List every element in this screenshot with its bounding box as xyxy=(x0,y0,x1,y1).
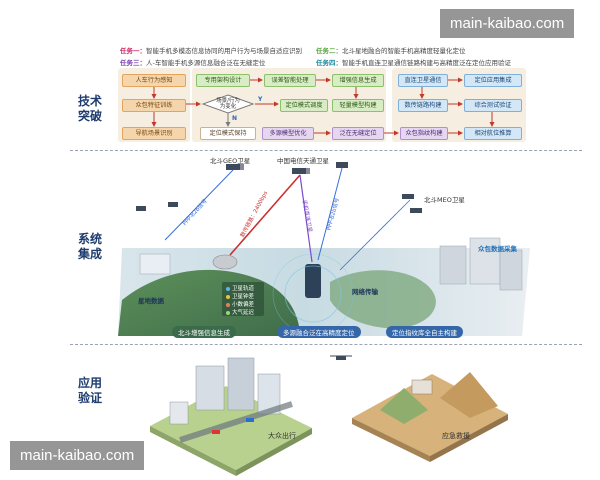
decision-diamond xyxy=(201,94,255,114)
link-geo xyxy=(164,169,234,241)
system-scene xyxy=(118,162,530,336)
caption-enhancement: 北斗增强信息生成 xyxy=(172,326,236,338)
caption-fusion: 多源融合泛在高精度定位 xyxy=(277,326,361,338)
node-mode-hold: 定位模式保持 xyxy=(200,127,256,140)
section-label-app: 应用 验证 xyxy=(66,376,114,406)
node-app-integration: 定位应用集成 xyxy=(464,74,522,87)
section-label-tech: 技术 突破 xyxy=(66,94,114,124)
node-nav-scene-recognition: 导航场景识别 xyxy=(122,127,186,140)
watermark-top: main-kaibao.com xyxy=(440,9,575,38)
satellite-dish xyxy=(212,254,238,270)
task-three-name: 任务三： xyxy=(120,59,146,67)
node-crowd-fingerprint: 众包指纹构建 xyxy=(400,127,448,140)
city-ground xyxy=(150,386,312,470)
node-dead-reckoning: 相对航位推算 xyxy=(464,127,522,140)
section-label-app-text: 应用 验证 xyxy=(77,376,102,405)
decision-label: 场景/行为 为变化 xyxy=(207,98,249,110)
legend-item-clock: 卫星钟差 xyxy=(226,293,254,301)
task-one-text: 智能手机多模态信息协同的用户行为与场景自适应识别 xyxy=(146,47,302,55)
city-building-1 xyxy=(195,365,225,411)
decision-yes: Y xyxy=(258,96,263,103)
legend: 卫星轨道 卫星钟差 小数偏差 大气延迟 xyxy=(226,285,254,317)
node-integrated-test: 综合测试验证 xyxy=(464,99,522,112)
node-seamless-positioning: 泛在无缝定位 xyxy=(332,127,384,140)
link-ppp2 xyxy=(317,167,343,261)
decision-label-text: 场景/行为 为变化 xyxy=(216,98,240,110)
satellite-meo-icons xyxy=(136,194,422,213)
label-public-travel: 大众出行 xyxy=(268,432,296,440)
building-2 xyxy=(469,237,501,285)
section-label-system-text: 系统 集成 xyxy=(77,232,102,261)
central-phone xyxy=(305,264,321,298)
legend-item-bias: 小数偏差 xyxy=(226,301,254,309)
legend-label-clock: 卫星钟差 xyxy=(232,294,255,300)
label-sat-meo: 北斗MEO卫星 xyxy=(424,196,465,204)
legend-label-orbit: 卫星轨道 xyxy=(232,286,255,292)
link-direct xyxy=(299,174,313,263)
section-label-system: 系统 集成 xyxy=(66,232,114,262)
building-1 xyxy=(439,245,467,285)
satellite-tiantong-icon xyxy=(292,168,310,174)
rescue-building xyxy=(411,379,433,395)
node-direct-satellite: 直连卫星通信 xyxy=(398,74,448,87)
task-three: 任务三：人-车智能手机多源信息融合泛在无缝定位 xyxy=(120,57,265,67)
label-network: 网络传输 xyxy=(352,288,378,296)
legend-dot-bias xyxy=(226,302,230,307)
legend-panel xyxy=(222,282,264,316)
legend-label-bias: 小数偏差 xyxy=(232,302,255,308)
task-two-name: 任务二： xyxy=(316,47,342,55)
node-error-processing: 误差智能处理 xyxy=(264,74,316,87)
link-meo xyxy=(339,199,411,271)
task-three-text: 人-车智能手机多源信息融合泛在无缝定位 xyxy=(146,59,266,67)
legend-item-orbit: 卫星轨道 xyxy=(226,285,254,293)
label-sat-tiantong: 中国电信天通卫星 xyxy=(277,157,329,165)
green-landmass-2 xyxy=(330,270,436,329)
node-lightweight-model: 轻量模型构建 xyxy=(332,99,384,112)
section-label-tech-text: 技术 突破 xyxy=(77,94,102,123)
label-crowd: 众包数据采集 xyxy=(478,245,517,253)
node-multisource-model: 多源模型优化 xyxy=(262,127,314,140)
node-dedicated-architecture: 专用架构设计 xyxy=(196,74,250,87)
legend-label-atmo: 大气延迟 xyxy=(232,310,255,316)
satellite-beidou-icon xyxy=(336,162,348,168)
node-enhancement-generation: 增强信息生成 xyxy=(332,74,384,87)
legend-dot-atmo xyxy=(226,310,230,315)
legend-item-atmo: 大气延迟 xyxy=(226,309,254,317)
task-four-name: 任务四： xyxy=(316,59,342,67)
city-building-2 xyxy=(227,357,255,411)
separator-1 xyxy=(70,150,582,151)
caption-fingerprint: 定位指纹库全自主构建 xyxy=(386,326,463,338)
separator-2 xyxy=(70,344,582,345)
task-two-text: 北斗星地融合的智能手机高精度轻量化定位 xyxy=(342,47,466,55)
task-one: 任务一：智能手机多模态信息协同的用户行为与场景自适应识别 xyxy=(120,45,302,55)
ground-station xyxy=(139,253,171,275)
satellite-geo-icon xyxy=(226,164,244,170)
building-3 xyxy=(499,249,523,291)
drone-icon xyxy=(330,355,352,360)
legend-dot-clock xyxy=(226,294,230,299)
decision-no: N xyxy=(232,115,238,122)
task-two: 任务二：北斗星地融合的智能手机高精度轻量化定位 xyxy=(316,45,466,55)
node-crowd-feature-training: 众包特征训练 xyxy=(122,99,186,112)
label-ground: 星地数据 xyxy=(138,297,164,305)
task-four: 任务四：智能手机直连卫星通信链路构建与高精度泛在定位应用验证 xyxy=(316,57,511,67)
link-data xyxy=(229,174,301,256)
label-emergency-rescue: 应急救援 xyxy=(442,432,470,440)
app-scene xyxy=(150,355,508,476)
legend-dot-orbit xyxy=(226,286,230,291)
node-data-link: 数传链路构建 xyxy=(398,99,448,112)
node-mode-scheduling: 定位模式调度 xyxy=(280,99,328,112)
watermark-bottom: main-kaibao.com xyxy=(10,441,145,470)
label-sat-geo: 北斗GEO卫星 xyxy=(210,157,251,165)
task-four-text: 智能手机直连卫星通信链路构建与高精度泛在定位应用验证 xyxy=(342,59,511,67)
task-one-name: 任务一： xyxy=(120,47,146,55)
node-behavior-perception: 人车行为感知 xyxy=(122,74,186,87)
